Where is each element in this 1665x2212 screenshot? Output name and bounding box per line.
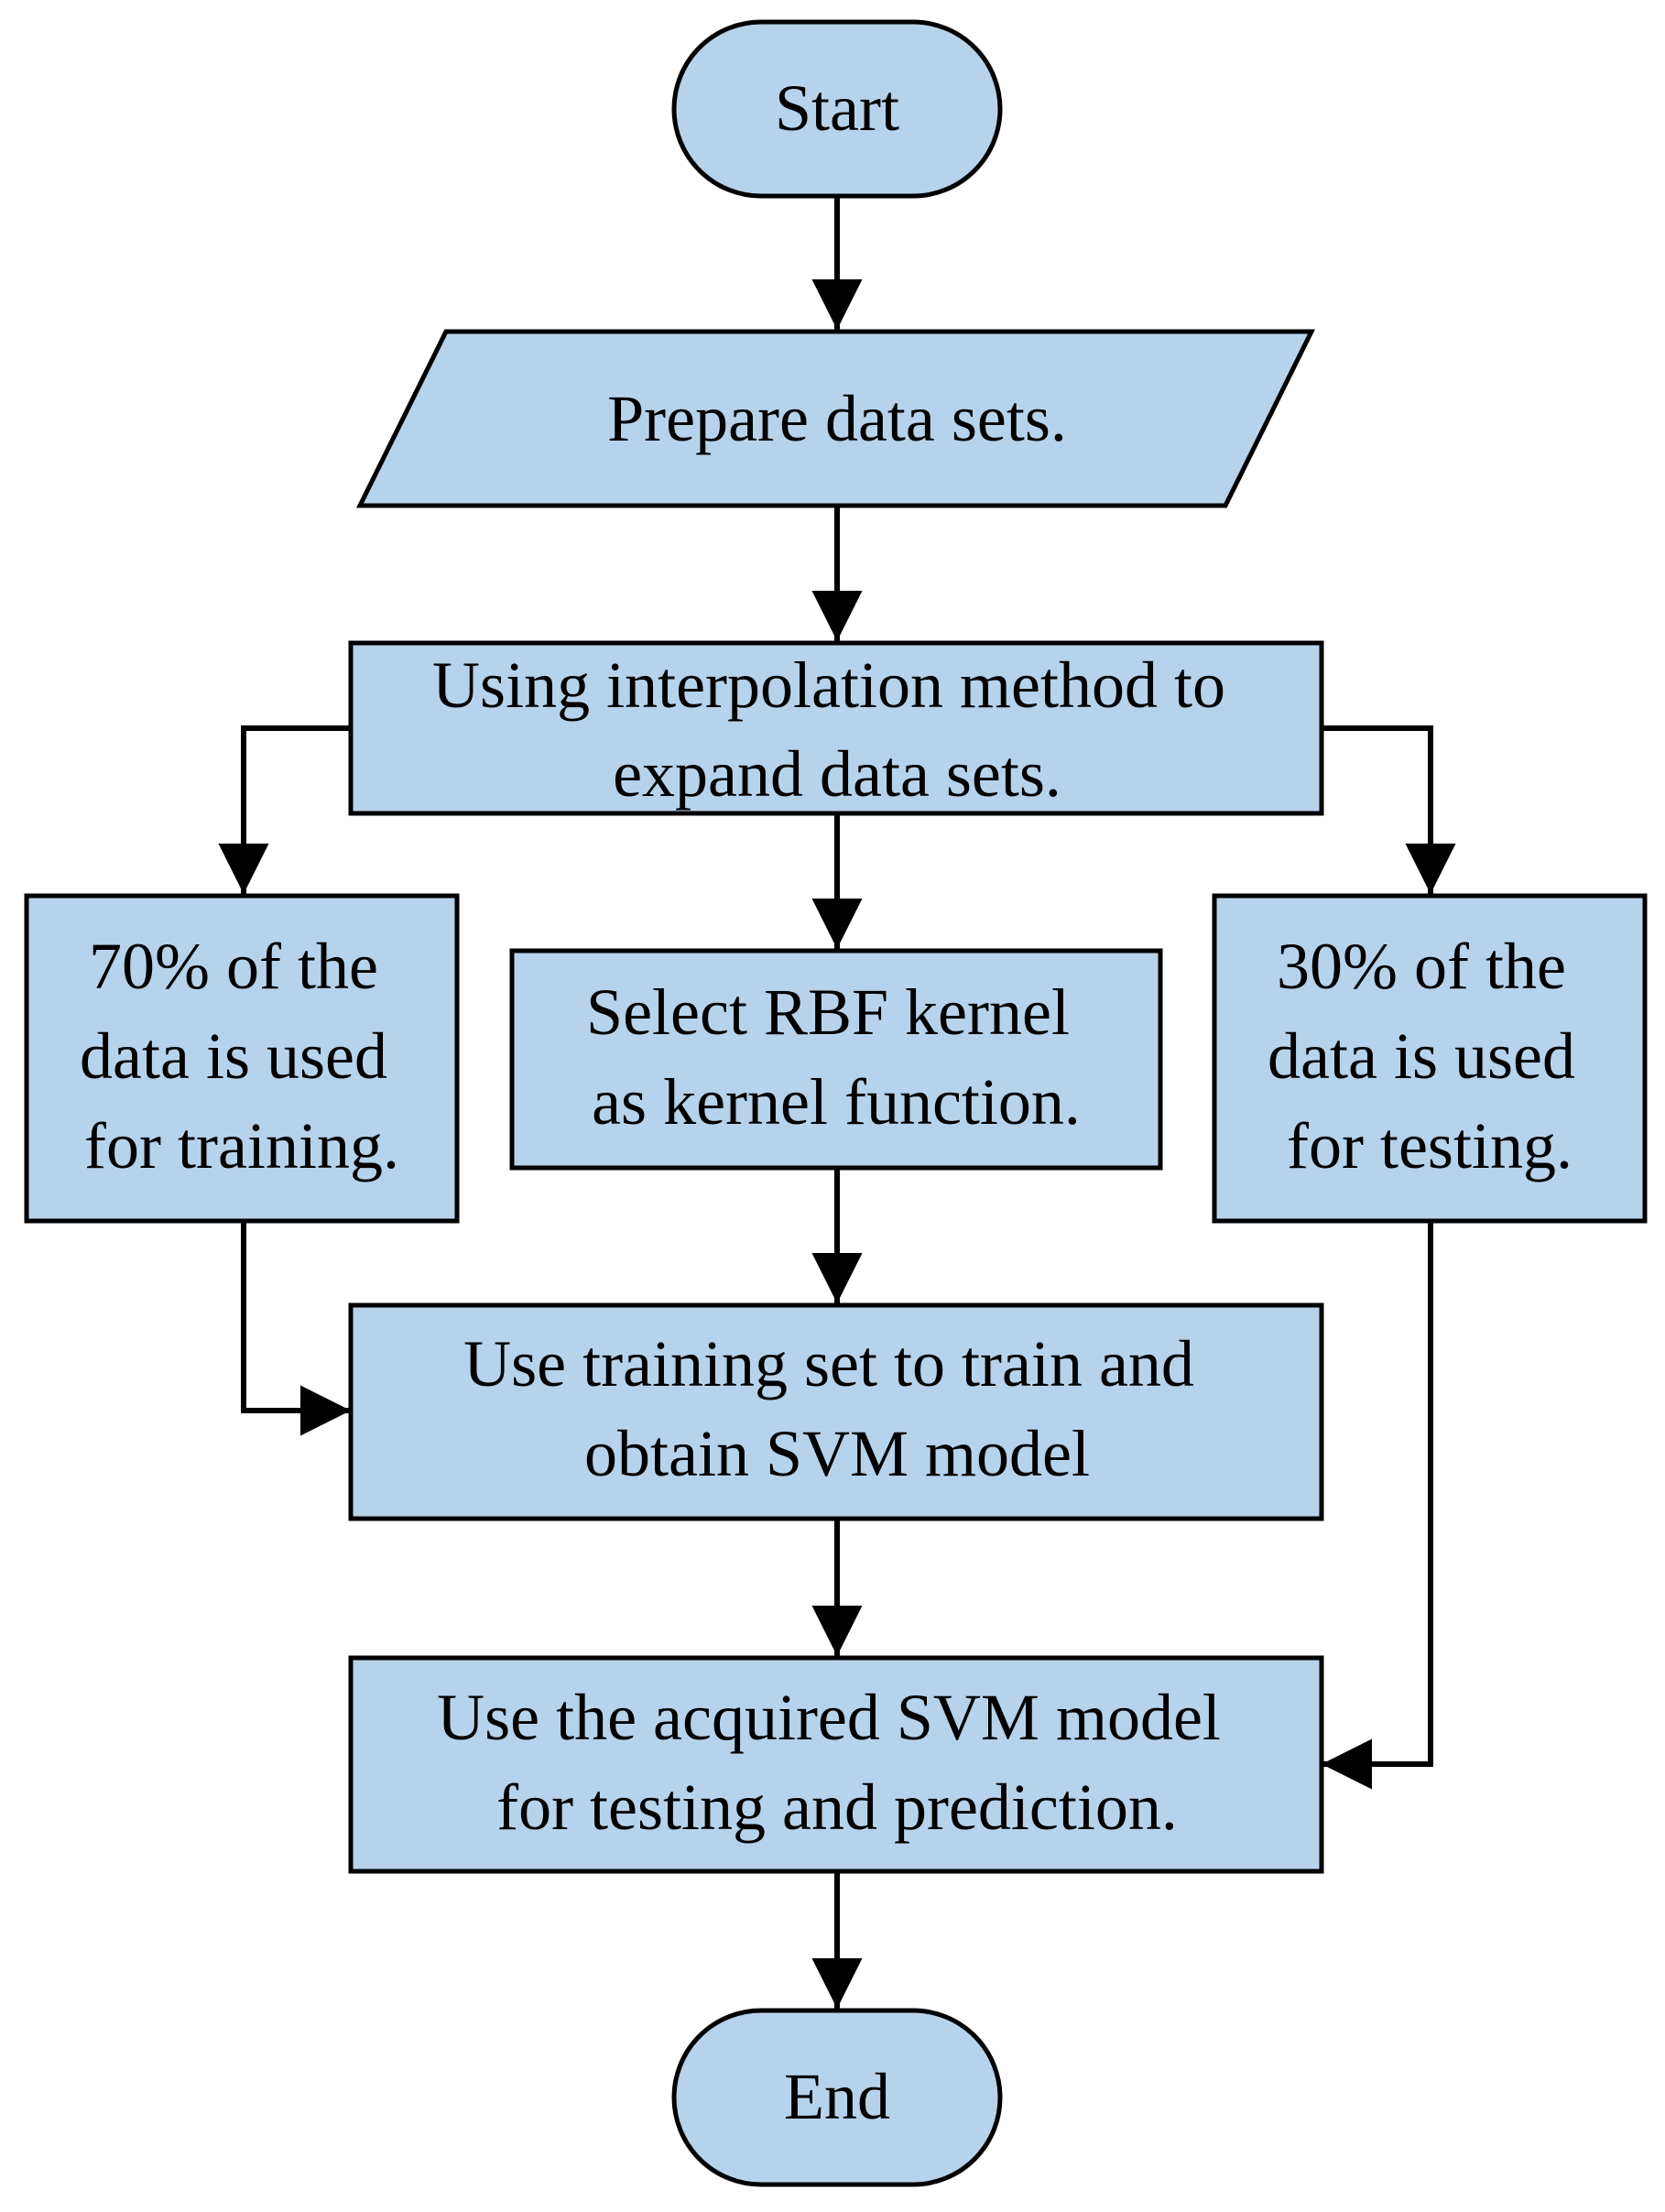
interpolation-node: Using interpolation method to expand dat… xyxy=(348,640,1324,816)
start-node: Start xyxy=(671,19,1003,199)
train-model-label: Use training set to train and obtain SVM… xyxy=(463,1327,1211,1490)
end-node: End xyxy=(671,2008,1003,2187)
prediction-process-shape xyxy=(348,1655,1324,1874)
prepare-data-parallelogram-shape xyxy=(355,329,1316,508)
kernel-selection-label: Select RBF kernel as kernel function. xyxy=(586,975,1086,1139)
testing-split-node: 30% of the data is used for testing. xyxy=(1212,893,1648,1224)
training-split-node: 70% of the data is used for training. xyxy=(24,893,460,1224)
arrow-interpolate-to-testing-split xyxy=(1322,725,1456,894)
prepare-data-label: Prepare data sets. xyxy=(607,382,1067,455)
prepare-data-node: Prepare data sets. xyxy=(355,329,1316,508)
interpolation-process-shape xyxy=(348,640,1324,816)
training-split-label: 70% of the data is used for training. xyxy=(80,930,404,1182)
train-model-process-shape xyxy=(348,1302,1324,1521)
end-label: End xyxy=(784,2060,890,2133)
train-model-node: Use training set to train and obtain SVM… xyxy=(348,1302,1324,1521)
kernel-selection-process-shape xyxy=(509,948,1163,1171)
prediction-node: Use the acquired SVM model for testing a… xyxy=(348,1655,1324,1874)
prediction-label: Use the acquired SVM model for testing a… xyxy=(437,1681,1237,1844)
connectors xyxy=(218,196,1456,2009)
testing-split-process-shape xyxy=(1212,893,1648,1224)
testing-split-label: 30% of the data is used for testing. xyxy=(1268,930,1592,1182)
interpolation-label: Using interpolation method to expand dat… xyxy=(432,648,1242,811)
arrow-testing-split-to-predict xyxy=(1322,1221,1433,1790)
kernel-selection-node: Select RBF kernel as kernel function. xyxy=(509,948,1163,1171)
end-terminator-shape xyxy=(671,2008,1003,2187)
start-terminator-shape xyxy=(671,19,1003,199)
arrow-interpolate-to-training-split xyxy=(218,725,351,894)
training-split-process-shape xyxy=(24,893,460,1224)
arrow-training-split-to-train-model xyxy=(241,1221,351,1436)
start-label: Start xyxy=(775,71,899,145)
